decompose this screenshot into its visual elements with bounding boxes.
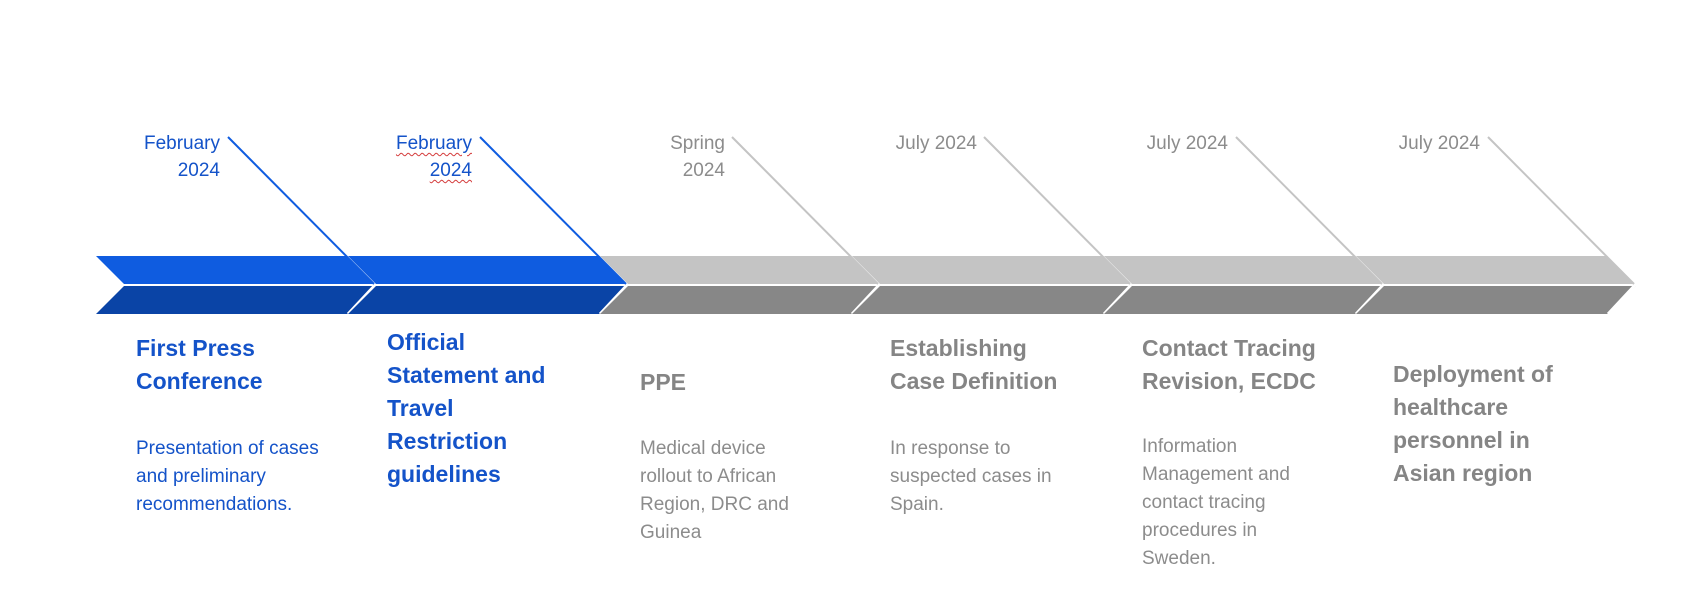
milestone-2-title: Official Statement and Travel Restrictio… [387, 329, 546, 487]
segment-1-connector-line [227, 136, 375, 285]
milestone-1-date: February 2024 [143, 133, 220, 181]
segment-4-connector-line [983, 136, 1131, 285]
milestone-5-description: Information Management and contact traci… [1142, 436, 1290, 569]
segment-5-upper [1104, 256, 1384, 284]
milestone-4-description: In response to suspected cases in Spain. [890, 438, 1052, 515]
segment-1-upper [96, 256, 376, 284]
segment-2-lower [348, 286, 628, 314]
milestone-3-title: PPE [640, 369, 687, 395]
segment-2-upper [348, 256, 628, 284]
segment-6-connector-line [1487, 136, 1635, 285]
segment-5-connector-line [1235, 136, 1383, 285]
milestone-5-title: Contact Tracing Revision, ECDC [1142, 335, 1316, 394]
segment-3-connector-line [731, 136, 879, 285]
milestone-1-description: Presentation of cases and preliminary re… [136, 438, 319, 515]
segment-4-lower [852, 286, 1132, 314]
milestone-6-title: Deployment of healthcare personnel in As… [1393, 361, 1553, 486]
segment-6-lower [1356, 286, 1636, 314]
segment-2-connector-line [479, 136, 627, 285]
milestone-2-date: February 2024 [395, 133, 472, 181]
milestone-1-title: First Press Conference [136, 335, 263, 394]
segment-6-upper [1356, 256, 1636, 284]
segment-4-upper [852, 256, 1132, 284]
milestone-4-title: Establishing Case Definition [890, 335, 1058, 394]
milestone-4-date: July 2024 [895, 133, 977, 154]
milestone-5-date: July 2024 [1146, 133, 1228, 154]
milestone-3-description: Medical device rollout to African Region… [640, 438, 789, 543]
milestone-3-date: Spring 2024 [670, 133, 725, 181]
milestone-6-date: July 2024 [1398, 133, 1480, 154]
segment-1-lower [96, 286, 376, 314]
timeline-start-notch [94, 255, 124, 315]
segment-6-separator [1606, 254, 1639, 316]
segment-5-lower [1104, 286, 1384, 314]
segment-3-upper [600, 256, 880, 284]
segment-3-lower [600, 286, 880, 314]
